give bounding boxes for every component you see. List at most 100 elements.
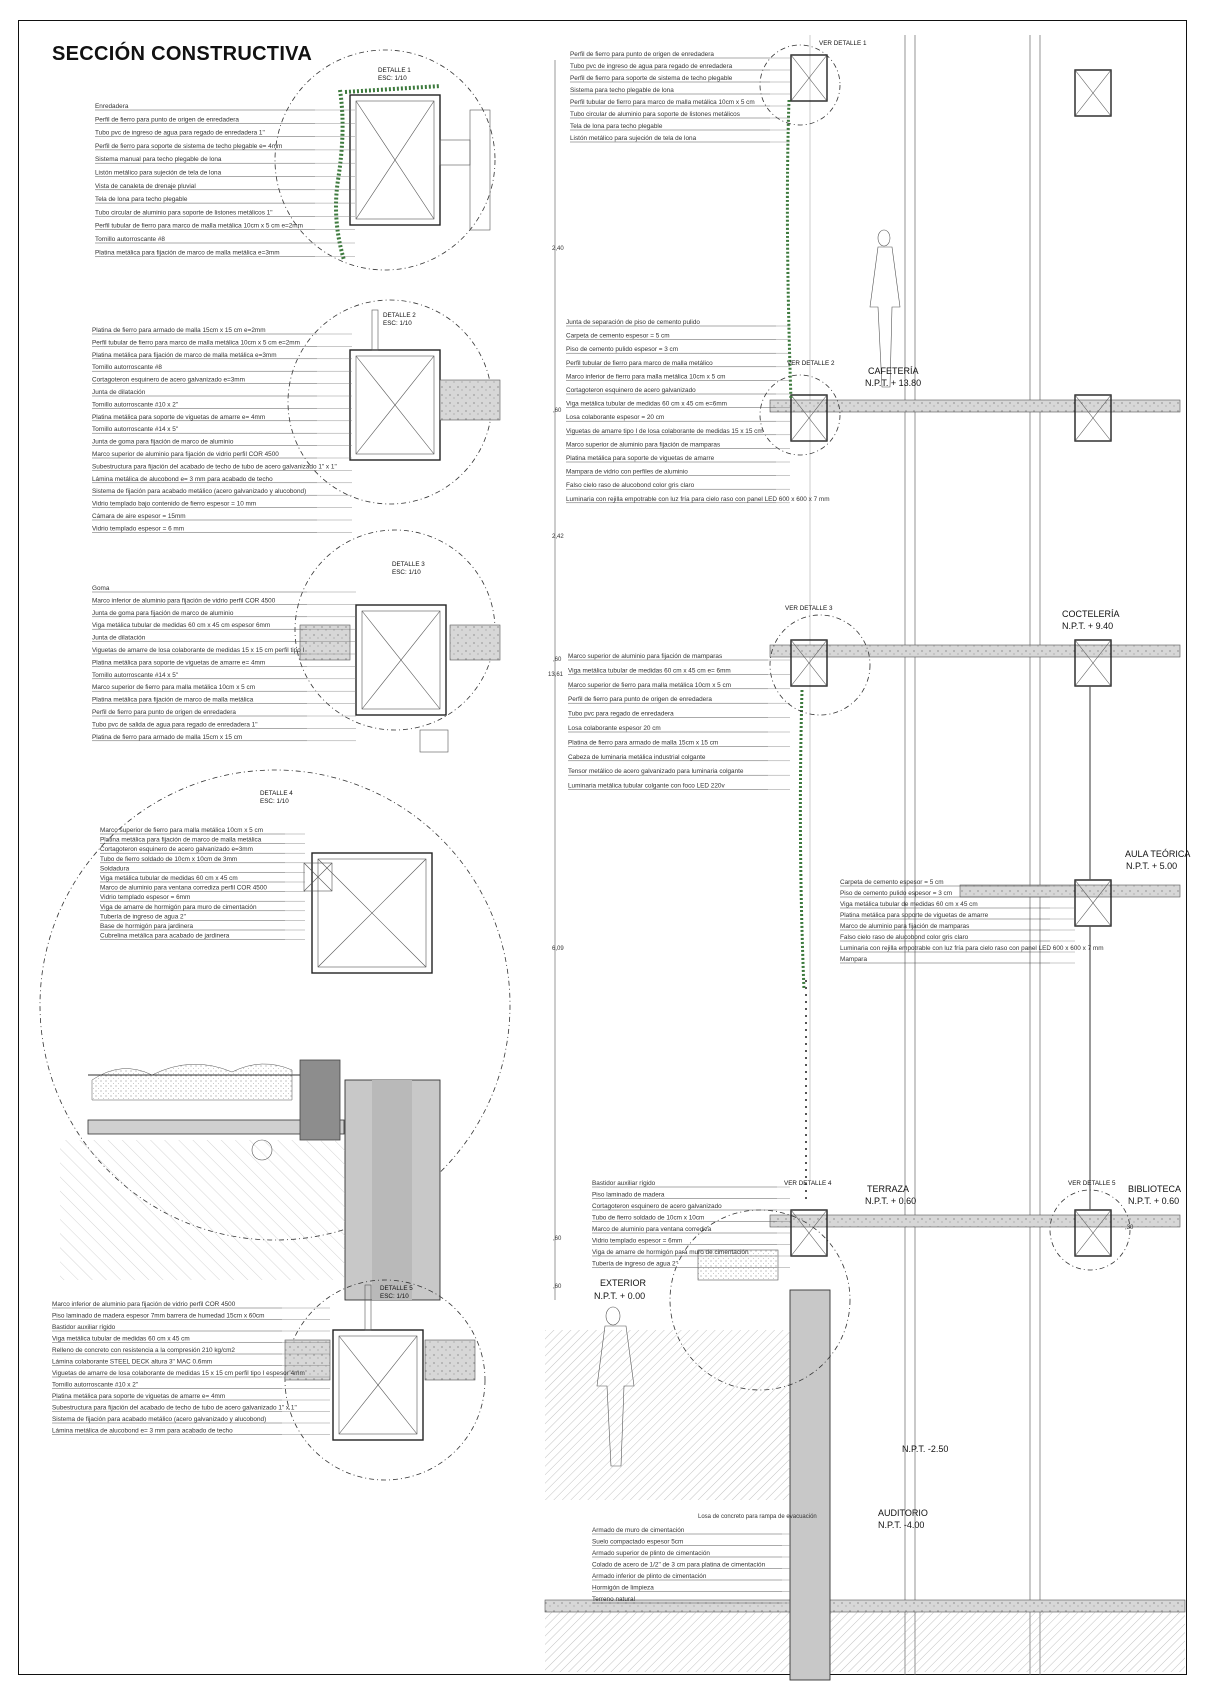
detail-2-scale: ESC: 1/10 [383,320,412,327]
detail-5-circle: DETALLE 5 ESC: 1/10 Marco inferior de al… [52,1279,486,1481]
level-cafeteria: N.P.T. + 13.80 [865,378,921,388]
section-labels-cocteleria: Marco superior de aluminio para fijación… [568,653,790,790]
labels_mid_right-label-8: Viguetas de amarre tipo I de losa colabo… [566,428,763,435]
labels_aula-label-0: Carpeta de cemento espesor = 5 cm [840,879,944,886]
labels_d5-label-5: Lámina colaborante STEEL DECK altura 3" … [52,1359,212,1366]
labels_d4-label-2: Cortagoteron esquinero de acero galvaniz… [100,846,253,853]
labels_d4-label-7: Vidrio templado espesor = 6mm [100,894,190,901]
detail-3-scale: ESC: 1/10 [392,569,421,576]
labels_d2-label-0: Platina de fierro para armado de malla 1… [92,327,266,334]
labels_d2-label-14: Vidrio templado bajo contenido de fierro… [92,501,256,508]
labels_aula-label-5: Falso cielo raso de alucobond color gris… [840,934,969,941]
labels_aula-label-2: Viga metálica tubular de medidas 60 cm x… [840,901,978,908]
labels_d5-label-9: Subestructura para fijación del acabado … [52,1405,297,1412]
labels_mid_right-label-5: Cortagoteron esquinero de acero galvaniz… [566,387,696,394]
labels_mid_right-label-13: Luminaria con rejilla empotrable con luz… [566,496,830,503]
labels_d1-label-5: Listón metálico para sujeción de tela de… [95,170,222,177]
labels_top_right-label-7: Listón metálico para sujeción de tela de… [570,135,697,142]
labels_d2-label-5: Junta de dilatación [92,389,146,396]
detail-4-circle: DETALLE 4 ESC: 1/10 Marco superior de fi… [39,769,511,1301]
labels_terraza-label-7: Tubería de ingreso de agua 2" [592,1261,678,1268]
labels_d2-label-10: Marco superior de aluminio para fijación… [92,451,279,458]
section-labels-cafeteria: Junta de separación de piso de cemento p… [566,319,830,504]
labels_aula-label-7: Mampara [840,956,867,963]
labels_d2-label-9: Junta de goma para fijación de marco de … [92,439,234,446]
ramp-slab-label: Losa de concreto para rampa de evacuació… [698,1514,817,1520]
detail-2-circle: DETALLE 2 ESC: 1/10 Platina de fierro pa… [92,299,501,533]
labels_top_right-label-4: Perfil tubular de fierro para marco de m… [570,99,755,106]
labels_d3-label-2: Junta de goma para fijación de marco de … [92,610,234,617]
labels_d5-label-0: Marco inferior de aluminio para fijación… [52,1301,236,1308]
detail-references: VER DETALLE 1 VER DETALLE 2 VER DETALLE … [784,40,1116,1187]
labels_mid_right-label-9: Marco superior de aluminio para fijación… [566,441,720,448]
detail-5-scale: ESC: 1/10 [380,1293,409,1300]
detail-4-labels: Marco superior de fierro para malla metá… [100,827,305,940]
drawing-sheet: SECCIÓN CONSTRUCTIVA [18,20,1187,1675]
dim-7: ,60 [553,1236,562,1242]
level-sotano: N.P.T. -2.50 [902,1444,948,1454]
labels_d3-label-3: Viga metálica tubular de medidas 60 cm x… [92,622,270,629]
labels_d4-label-9: Tubería de ingreso de agua 2" [100,913,186,920]
room-aula: AULA TEÓRICA [1125,849,1190,859]
labels_foundation-label-4: Armado inferior de plinto de cimentación [592,1573,707,1580]
labels_d4-label-5: Viga metálica tubular de medidas 60 cm x… [100,875,238,882]
labels_top_right-label-1: Tubo pvc de ingreso de agua para regado … [570,63,733,70]
labels_d3-label-1: Marco inferior de aluminio para fijación… [92,597,276,604]
labels_d3-label-11: Tubo pvc de salida de agua para regado d… [92,721,257,728]
labels_d1-label-6: Vista de canaleta de drenaje pluvial [95,183,196,190]
labels_d1-label-9: Perfil tubular de fierro para marco de m… [95,223,303,230]
labels_d3-label-12: Platina de fierro para armado de malla 1… [92,734,242,741]
detail-2-labels: Platina de fierro para armado de malla 1… [92,327,352,533]
dim-1: 2,40 [552,246,564,252]
labels_d3_right-label-7: Cabeza de luminaria metálica industrial … [568,754,706,761]
labels_d2-label-12: Lámina metálica de alucobond e= 3 mm par… [92,476,273,483]
dimension-texts: 2,40 ,60 2,42 ,60 13,61 6,09 ,60 ,60 ,30 [548,246,1134,1290]
labels_aula-label-6: Luminaria con rejilla empotrable con luz… [840,945,1104,952]
labels_d5-label-6: Viguetas de amarre de losa colaborante d… [52,1370,305,1377]
labels_foundation-label-0: Armado de muro de cimentación [592,1527,685,1534]
labels_d4-label-11: Cubrelina metálica para acabado de jardi… [100,933,230,940]
labels_top_right-label-5: Tubo circular de aluminio para soporte d… [570,111,740,118]
labels_d1-label-8: Tubo circular de aluminio para soporte d… [95,209,273,216]
labels_d1-label-10: Tornillo autorroscante #8 [95,236,165,243]
labels_d4-label-4: Soldadura [100,865,130,872]
labels_terraza-label-4: Marco de aluminio para ventana corrediza [592,1226,712,1233]
detail-5-name: DETALLE 5 [380,1285,413,1292]
room-cocteleria: COCTELERÍA [1062,609,1120,619]
labels_foundation-label-2: Armado superior de plinto de cimentación [592,1550,710,1557]
labels_d5-label-1: Piso laminado de madera espesor 7mm barr… [52,1313,264,1320]
detail-1-scale: ESC: 1/10 [378,75,407,82]
level-biblioteca: N.P.T. + 0.60 [1128,1196,1179,1206]
labels_mid_right-label-12: Falso cielo raso de alucobond color gris… [566,482,695,489]
labels_d1-label-4: Sistema manual para techo plegable de lo… [95,156,222,163]
labels_d5-label-8: Platina metálica para soporte de vigueta… [52,1393,225,1400]
labels_d5-label-2: Bastidor auxiliar rígido [52,1324,116,1331]
labels_d2-label-4: Cortagoteron esquinero de acero galvaniz… [92,377,245,384]
labels_d2-label-13: Sistema de fijación para acabado metálic… [92,488,306,495]
labels_aula-label-3: Platina metálica para soporte de vigueta… [840,912,989,919]
labels_d2-label-15: Cámara de aire espesor = 15mm [92,513,186,520]
ref-detail-2: VER DETALLE 2 [787,360,835,367]
labels_foundation-label-3: Colado de acero de 1/2" de 3 cm para pla… [592,1562,766,1569]
labels_d3-label-10: Perfil de fierro para punto de origen de… [92,709,236,716]
labels_d4-label-0: Marco superior de fierro para malla metá… [100,827,263,834]
labels_d1-label-2: Tubo pvc de ingreso de agua para regado … [95,130,265,137]
level-aula: N.P.T. + 5.00 [1126,861,1177,871]
detail-2-name: DETALLE 2 [383,312,416,319]
labels_d2-label-8: Tornillo autorroscante #14 x 5" [92,426,178,433]
labels_top_right-label-6: Tela de lona para techo plegable [570,123,663,130]
section-labels-top: Perfil de fierro para punto de origen de… [570,51,790,143]
labels_d1-label-0: Enredadera [95,103,129,110]
labels_d1-label-11: Platina metálica para fijación de marco … [95,249,280,256]
dim-5: 13,61 [548,672,564,678]
detail-5-labels: Marco inferior de aluminio para fijación… [52,1301,330,1435]
beam-boxes [790,54,1112,1257]
labels_d3-label-7: Tornillo autorroscante #14 x 5" [92,672,178,679]
labels_d1-label-1: Perfil de fierro para punto de origen de… [95,116,239,123]
labels_d3-label-4: Junta de dilatación [92,635,146,642]
room-cafeteria: CAFETERÍA [868,366,919,376]
